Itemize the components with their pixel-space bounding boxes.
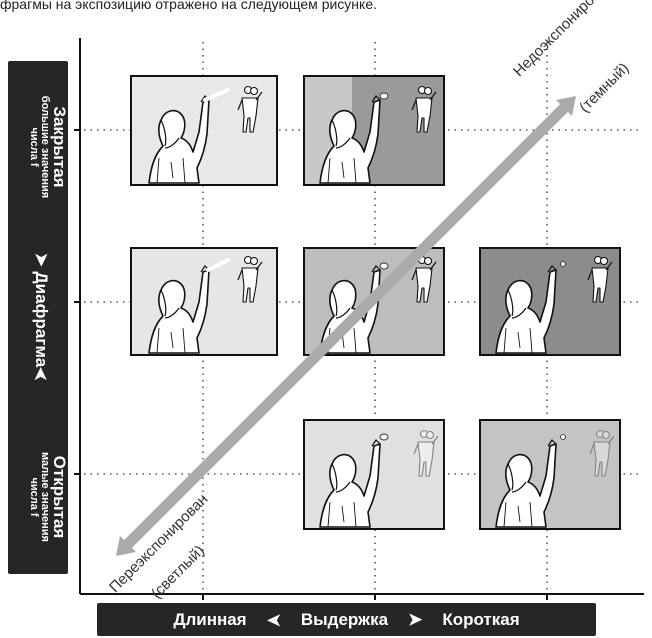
photo-row2-col1 bbox=[130, 247, 278, 356]
shutter-short-label: Короткая bbox=[442, 609, 520, 629]
photo-row2-col3 bbox=[479, 247, 621, 356]
intro-text: фрагмы на экспозицию отражено на следующ… bbox=[0, 0, 377, 12]
aperture-panel bbox=[8, 61, 68, 574]
arrow-left-icon: ➤ bbox=[266, 610, 281, 630]
arrow-down-icon: ➤ bbox=[31, 367, 51, 382]
arrow-up-icon: ➤ bbox=[32, 252, 51, 272]
aperture-open-label: Открытая малые значения числа f bbox=[27, 452, 69, 542]
photo-row3-col3 bbox=[479, 419, 621, 530]
aperture-closed-label: Закрытая большие значения числа f bbox=[27, 95, 69, 199]
aperture-label: ➤ Диафрагма ➤ bbox=[31, 252, 51, 382]
photo-row3-col2 bbox=[303, 419, 445, 530]
axes bbox=[74, 38, 644, 600]
shutter-long-label: Длинная bbox=[173, 609, 247, 629]
shutter-panel: Длинная ➤ Выдержка ➤ Короткая bbox=[97, 603, 596, 636]
exposure-diagonal-arrow bbox=[116, 96, 576, 556]
photo-row1-col2 bbox=[303, 75, 445, 186]
arrow-right-icon: ➤ bbox=[408, 609, 423, 629]
photo-row1-col1 bbox=[130, 75, 278, 186]
shutter-label: Выдержка bbox=[300, 609, 389, 629]
